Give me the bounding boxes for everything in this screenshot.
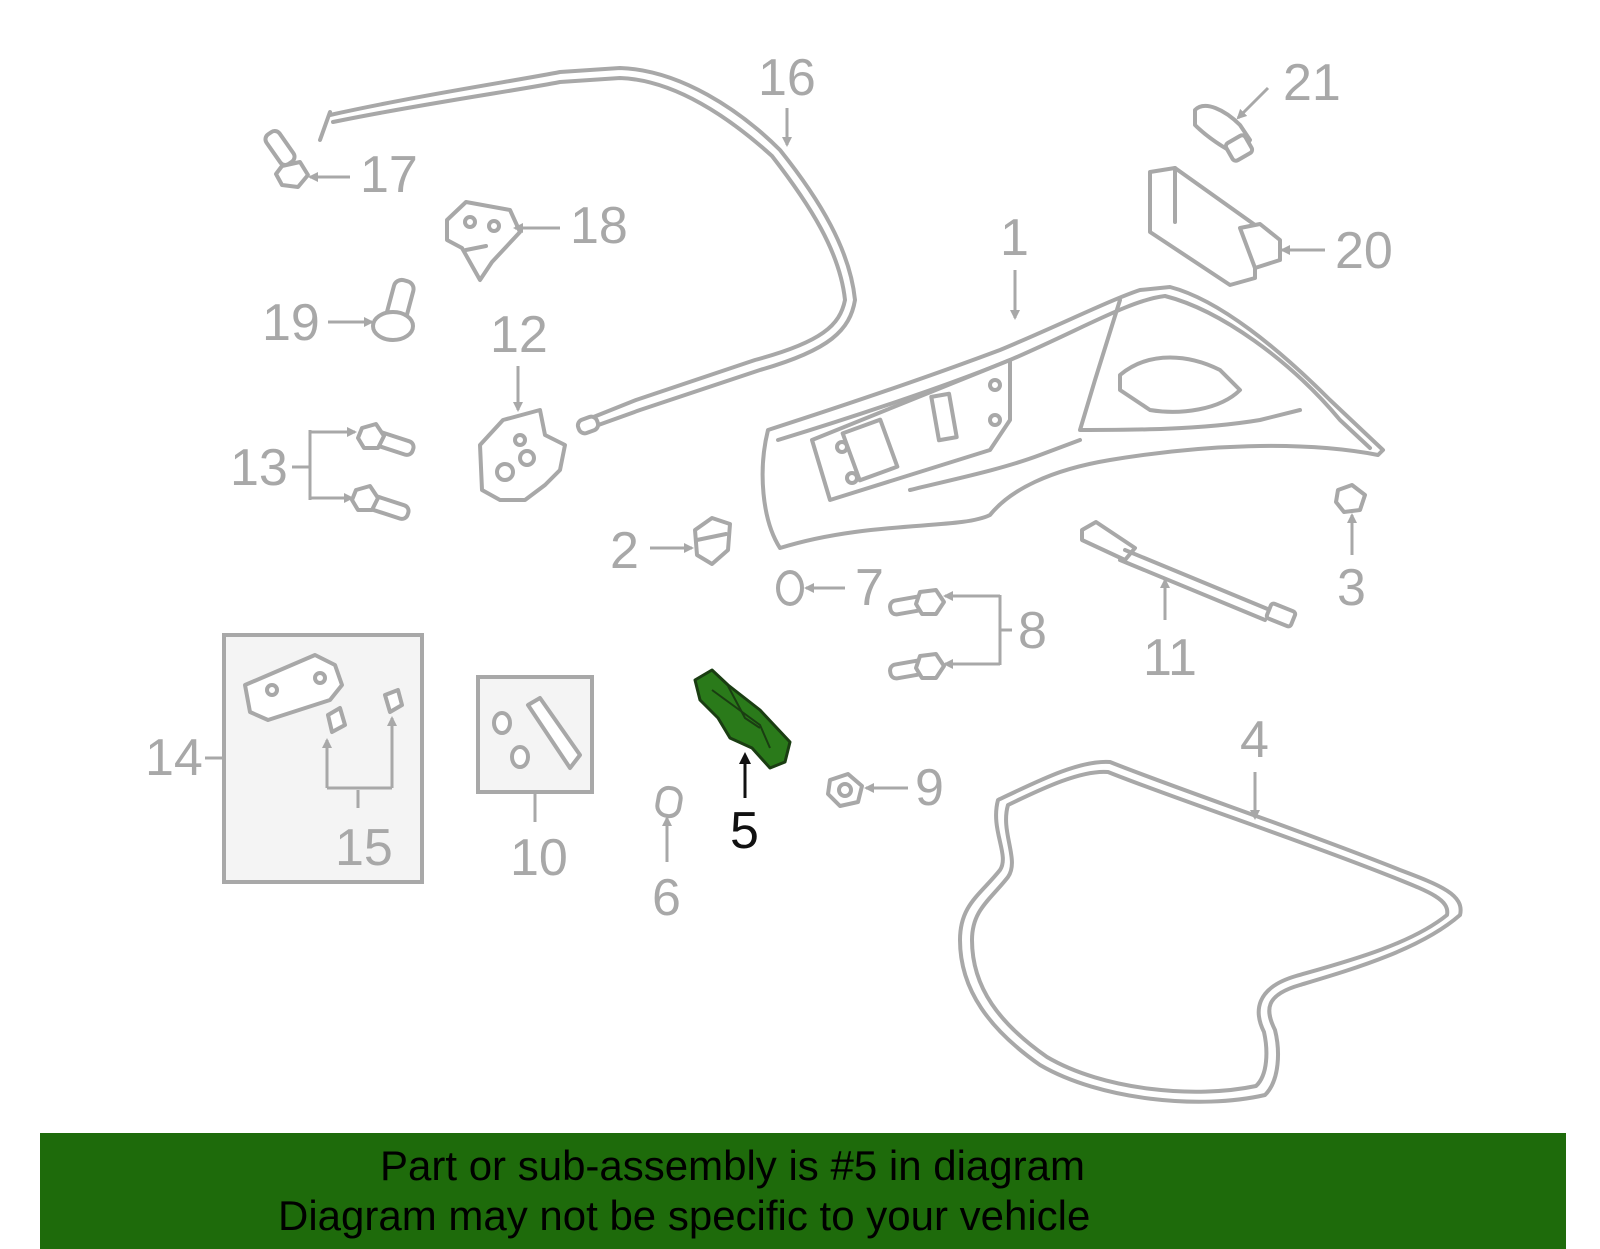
part-17-bolt [263,129,310,189]
banner-line-2: Diagram may not be specific to your vehi… [278,1192,1091,1239]
svg-text:11: 11 [1143,629,1197,687]
part-11-strut [1080,520,1298,629]
label-5: 5 [730,752,759,860]
label-14: 14 [145,729,224,787]
svg-text:6: 6 [652,869,681,927]
label-1: 1 [1000,209,1029,320]
svg-text:4: 4 [1240,711,1269,769]
svg-text:14: 14 [145,729,203,787]
label-3: 3 [1337,513,1366,617]
label-9: 9 [864,759,944,817]
label-8: 8 [943,591,1047,669]
svg-text:18: 18 [570,197,628,255]
label-20: 20 [1280,222,1393,280]
label-10: 10 [510,792,568,887]
part-5-highlighted-bracket [693,668,792,770]
svg-text:5: 5 [730,802,759,860]
svg-text:3: 3 [1337,559,1366,617]
svg-text:9: 9 [915,759,944,817]
part-16-release-cable [318,66,857,436]
parts-diagram: 16 17 18 19 12 [145,49,1463,1104]
part-1-trunk-lid [760,285,1385,550]
svg-text:8: 8 [1018,602,1047,660]
label-13: 13 [230,427,357,503]
svg-text:21: 21 [1283,54,1341,112]
svg-text:12: 12 [490,306,548,364]
label-15: 15 [322,716,397,877]
part-2-bumper [693,516,732,566]
svg-text:1: 1 [1000,209,1029,267]
label-11: 11 [1143,578,1197,687]
part-4-weatherstrip [958,759,1463,1104]
label-17: 17 [308,146,418,204]
svg-text:19: 19 [262,294,320,352]
label-21: 21 [1236,54,1341,120]
part-20-lamp [1148,166,1282,287]
label-7: 7 [804,559,884,617]
part-9-nut [826,772,864,808]
part-13-bolts [350,422,416,521]
banner-line-1: Part or sub-assembly is #5 in diagram [380,1142,1085,1189]
info-banner: Part or sub-assembly is #5 in diagram Di… [40,1133,1566,1249]
part-3-nut [1334,483,1367,514]
label-18: 18 [513,197,628,255]
part-7-plug [776,570,804,606]
label-6: 6 [652,816,681,927]
svg-text:13: 13 [230,439,288,497]
part-12-latch [478,408,567,502]
part-10-box [476,675,594,794]
label-16: 16 [758,49,816,147]
label-12: 12 [490,306,548,412]
label-4: 4 [1240,711,1269,820]
part-18-bracket [445,200,522,282]
part-21-socket [1193,104,1255,163]
svg-text:7: 7 [855,559,884,617]
label-19: 19 [262,294,374,352]
svg-text:2: 2 [610,522,639,580]
part-8-bolts [888,588,946,681]
label-2: 2 [610,522,694,580]
svg-text:20: 20 [1335,222,1393,280]
part-6-plug [655,785,683,819]
svg-text:16: 16 [758,49,816,107]
svg-text:17: 17 [360,146,418,204]
svg-text:10: 10 [510,829,568,887]
part-19-pin [371,277,416,342]
svg-text:15: 15 [335,819,393,877]
